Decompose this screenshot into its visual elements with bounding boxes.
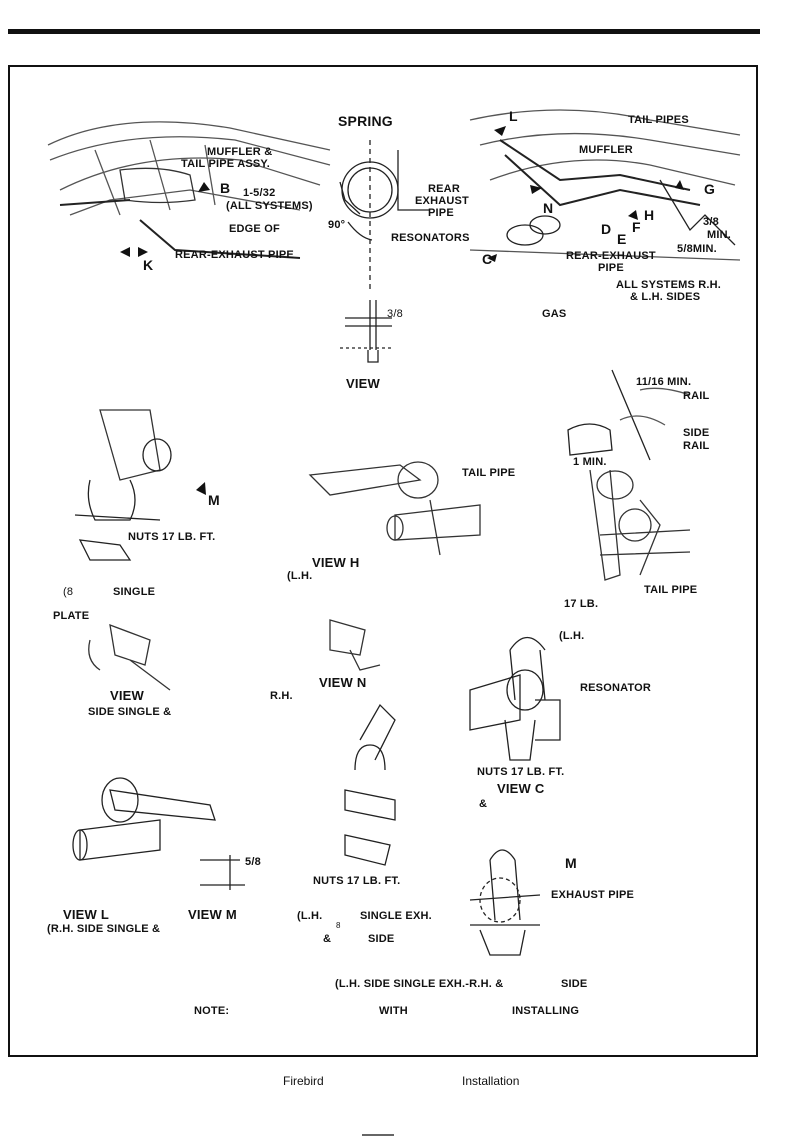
label-muffler-tail-assy-1: MUFFLER & (207, 146, 273, 158)
label-view-c: VIEW C (497, 781, 545, 796)
label-with: WITH (379, 1005, 408, 1017)
label-muffler: MUFFLER (579, 144, 633, 156)
label-rear-1: REAR (428, 183, 460, 195)
label-17-lb: 17 LB. (564, 598, 599, 610)
label-view-h: VIEW H (312, 555, 360, 570)
label-single-paren-1: (8 (63, 586, 74, 598)
label-nuts-1: NUTS 17 LB. FT. (128, 531, 216, 543)
rail-view-sketch (567, 369, 691, 461)
label-view-l: VIEW L (63, 907, 109, 922)
label-tail-pipes: TAIL PIPES (628, 114, 689, 126)
label-exhaust-pipe: EXHAUST PIPE (551, 889, 635, 901)
gauge-view-sketch (340, 300, 392, 363)
top-center-clamp-sketch (339, 140, 430, 290)
label-rh-side-single: (R.H. SIDE SINGLE & (47, 923, 161, 935)
label-amp-side-1: & (323, 933, 332, 945)
label-side-single-amp: SIDE SINGLE & (88, 706, 172, 718)
label-rail: RAIL (683, 390, 710, 402)
label-dim-3-8-b: MIN. (707, 229, 732, 241)
view-n-sketch (329, 619, 381, 671)
label-d: D (601, 221, 612, 237)
label-dim-5-8-min: 5/8MIN. (677, 243, 717, 255)
label-rail-2: RAIL (683, 440, 710, 452)
center-bottom-bracket-sketch (344, 703, 396, 866)
label-rear-exhaust-2a: REAR-EXHAUST (566, 250, 656, 262)
label-lh-paren: (L.H. (287, 570, 313, 582)
label-b: B (220, 180, 231, 196)
label-dim-5-8-side: 5/8 (245, 856, 261, 868)
view-m-dim-sketch (200, 855, 245, 890)
label-edge-of: EDGE OF (229, 223, 280, 235)
label-e: E (617, 231, 627, 247)
label-eight: 8 (336, 921, 341, 930)
label-single-1: SINGLE (113, 586, 156, 598)
label-dim-3-8-a: 3/8 (703, 216, 719, 228)
label-nuts-c: NUTS 17 LB. FT. (477, 766, 565, 778)
label-all-systems: (ALL SYSTEMS) (226, 200, 313, 212)
view-c-sketch (469, 636, 561, 761)
top-left-underbody-sketch (47, 121, 331, 259)
label-amp-c: & (479, 798, 488, 810)
label-l-top: L (509, 108, 518, 124)
label-view-n: VIEW N (319, 675, 367, 690)
label-n: N (543, 200, 554, 216)
label-side: SIDE (683, 427, 710, 439)
label-k: K (143, 257, 154, 273)
label-note: NOTE: (194, 1005, 230, 1017)
direction-arrows (120, 126, 684, 495)
label-h: H (644, 207, 655, 223)
label-single-exh: SINGLE EXH. (360, 910, 432, 922)
label-all-systems-rh-1: ALL SYSTEMS R.H. (616, 279, 722, 291)
label-lh-8-single: (L.H. (297, 910, 323, 922)
label-nuts-m: NUTS 17 LB. FT. (313, 875, 401, 887)
bottom-right-clamp-sketch (469, 849, 541, 956)
label-90-degrees: 90° (328, 219, 346, 231)
label-view-left: VIEW (110, 688, 145, 703)
mid-left-bracket-sketch (74, 409, 172, 561)
label-tail-pipe-h: TAIL PIPE (462, 467, 516, 479)
label-bottom-caption-2: SIDE (561, 978, 588, 990)
label-lh-paren-2: (L.H. (559, 630, 585, 642)
label-rear-3: PIPE (428, 207, 454, 219)
label-m-small: M (565, 855, 577, 871)
label-gas: GAS (542, 308, 567, 320)
label-rear-2: EXHAUST (415, 195, 469, 207)
label-spring: SPRING (338, 113, 393, 129)
label-plate: PLATE (53, 610, 90, 622)
label-side-word: SIDE (368, 933, 395, 945)
label-dim-1-5-32: 1-5/32 (243, 187, 276, 199)
label-rh-dual: R.H. (270, 690, 293, 702)
right-clamp-sketch (589, 469, 691, 581)
label-one-min: 1 MIN. (573, 456, 607, 468)
footer-firebird: Firebird (283, 1074, 324, 1088)
label-tail-pipe-r: TAIL PIPE (644, 584, 698, 596)
label-view-m: VIEW M (188, 907, 237, 922)
label-muffler-tail-assy-2: TAIL PIPE ASSY. (181, 158, 270, 170)
label-dim-11-16-min: 11/16 MIN. (636, 376, 692, 388)
label-g: G (704, 181, 716, 197)
label-c: C (482, 251, 493, 267)
top-rule (8, 29, 760, 34)
label-dim-3-8: 3/8 (387, 308, 403, 320)
plate-view-sketch (88, 623, 171, 691)
view-l-sketch (72, 777, 216, 861)
label-rear-exhaust-2b: PIPE (598, 262, 624, 274)
page-number-rule (362, 1134, 394, 1136)
label-resonators: RESONATORS (391, 232, 470, 244)
top-right-underbody-sketch (469, 109, 741, 261)
figure-frame (8, 65, 758, 1057)
label-f: F (632, 219, 641, 235)
label-view-top: VIEW (346, 376, 381, 391)
view-h-sketch (308, 461, 481, 556)
label-installing: INSTALLING (512, 1005, 580, 1017)
label-all-systems-rh-2: & L.H. SIDES (630, 291, 701, 303)
label-m-arrow: M (208, 492, 220, 508)
footer-installation: Installation (462, 1074, 520, 1088)
label-resonator: RESONATOR (580, 682, 652, 694)
label-rear-exhaust-pipe: REAR-EXHAUST PIPE (175, 249, 294, 261)
label-bottom-caption-1: (L.H. SIDE SINGLE EXH.-R.H. & (335, 978, 504, 990)
